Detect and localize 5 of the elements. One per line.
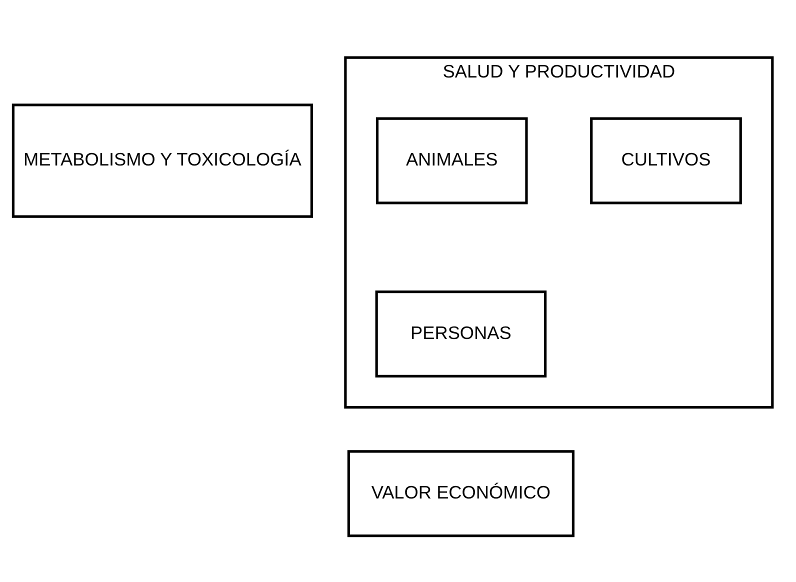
node-box: VALOR ECONÓMICO: [347, 450, 574, 537]
node-box: CULTIVOS: [590, 116, 742, 204]
node-box: ANIMALES: [376, 116, 528, 204]
node-box: PERSONAS: [375, 290, 547, 377]
node-box: METABOLISMO Y TOXICOLOGÍA: [12, 103, 313, 218]
